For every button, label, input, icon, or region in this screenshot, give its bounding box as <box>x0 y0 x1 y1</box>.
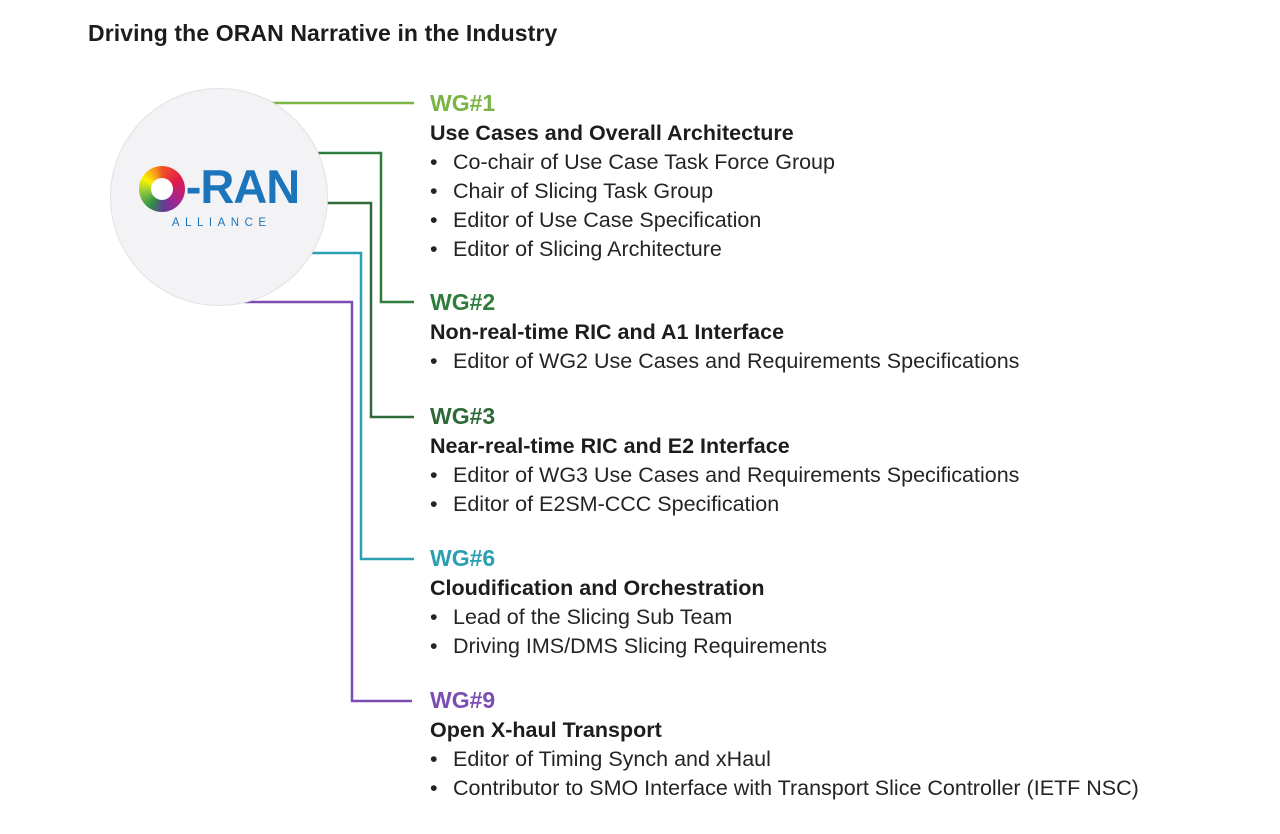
wg1-bullet: Editor of Slicing Architecture <box>430 235 835 264</box>
wg6-bullet-text: Lead of the Slicing Sub Team <box>453 605 733 629</box>
wg1-bullet-text: Chair of Slicing Task Group <box>453 179 714 203</box>
oran-logo: -RAN <box>138 160 300 213</box>
wg9-bullet-text: Contributor to SMO Interface with Transp… <box>453 776 1139 800</box>
connector-wg6 <box>308 251 414 561</box>
wg3-title: Near-real-time RIC and E2 Interface <box>430 434 790 458</box>
wg3-bullet: Editor of WG3 Use Cases and Requirements… <box>430 461 1019 490</box>
wg9-label: WG#9 <box>430 687 496 713</box>
wg1-bullet: Chair of Slicing Task Group <box>430 177 835 206</box>
wg6-bullet: Lead of the Slicing Sub Team <box>430 603 827 632</box>
wg3-bullet-text: Editor of WG3 Use Cases and Requirements… <box>453 463 1020 487</box>
connector-wg3 <box>322 201 414 419</box>
wg2-title: Non-real-time RIC and A1 Interface <box>430 320 785 344</box>
wg3-block: WG#3 Near-real-time RIC and E2 Interface… <box>430 403 1019 519</box>
connector-wg9 <box>244 300 412 703</box>
wg3-bullet-text: Editor of E2SM-CCC Specification <box>453 492 780 516</box>
wg1-bullet: Editor of Use Case Specification <box>430 206 835 235</box>
wg6-bullet: Driving IMS/DMS Slicing Requirements <box>430 632 827 661</box>
page-title: Driving the ORAN Narrative in the Indust… <box>88 20 558 46</box>
connector-wg2 <box>312 151 414 304</box>
wg6-bullet-text: Driving IMS/DMS Slicing Requirements <box>453 634 827 658</box>
oran-rainbow-o-icon <box>138 165 185 212</box>
wg1-label: WG#1 <box>430 90 496 116</box>
wg6-title: Cloudification and Orchestration <box>430 576 765 600</box>
oran-brand-text: -RAN <box>185 160 300 213</box>
wg2-bullet-text: Editor of WG2 Use Cases and Requirements… <box>453 349 1020 373</box>
wg2-block: WG#2 Non-real-time RIC and A1 Interface … <box>430 289 1019 376</box>
wg1-block: WG#1 Use Cases and Overall Architecture … <box>430 90 835 264</box>
oran-alliance-text: ALLIANCE <box>171 217 272 229</box>
wg1-title: Use Cases and Overall Architecture <box>430 121 794 145</box>
wg2-label: WG#2 <box>430 289 496 315</box>
wg9-block: WG#9 Open X-haul Transport Editor of Tim… <box>430 687 1139 803</box>
wg6-block: WG#6 Cloudification and Orchestration Le… <box>430 545 827 661</box>
wg3-bullet: Editor of E2SM-CCC Specification <box>430 490 1019 519</box>
wg1-bullet-text: Editor of Use Case Specification <box>453 208 762 232</box>
wg6-label: WG#6 <box>430 545 496 571</box>
wg1-bullet: Co-chair of Use Case Task Force Group <box>430 148 835 177</box>
oran-logo-circle: -RAN ALLIANCE <box>110 88 328 306</box>
wg1-bullet-text: Editor of Slicing Architecture <box>453 237 722 261</box>
wg9-bullet-text: Editor of Timing Synch and xHaul <box>453 747 771 771</box>
wg1-bullet-text: Co-chair of Use Case Task Force Group <box>453 150 835 174</box>
wg3-label: WG#3 <box>430 403 496 429</box>
wg9-bullet: Contributor to SMO Interface with Transp… <box>430 774 1139 803</box>
wg9-bullet: Editor of Timing Synch and xHaul <box>430 745 1139 774</box>
wg2-bullet: Editor of WG2 Use Cases and Requirements… <box>430 347 1019 376</box>
wg9-title: Open X-haul Transport <box>430 718 662 742</box>
